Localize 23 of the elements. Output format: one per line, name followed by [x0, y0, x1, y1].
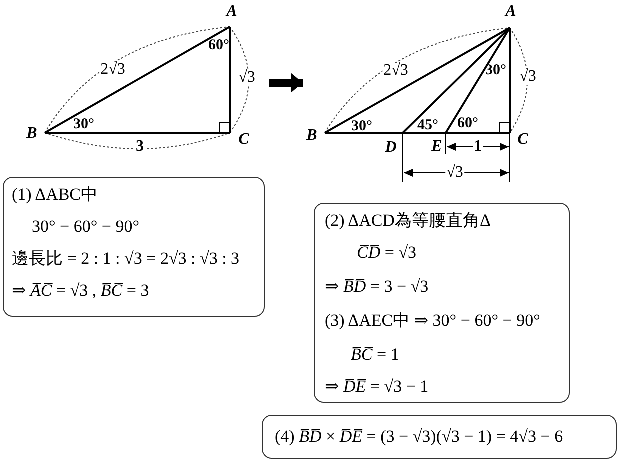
equation-text: ⇒ A̅C̅ = √3 , B̅C̅ = 3	[12, 282, 150, 301]
solution-box	[3, 177, 265, 317]
equation-text: ⇒ B̅D̅ = 3 − √3	[325, 278, 429, 297]
angle-label: 45°	[416, 118, 440, 134]
equation-text: ⇒ D̅E̅ = √3 − 1	[325, 378, 429, 397]
solution-box	[262, 415, 617, 459]
angle-label: 30°	[350, 120, 374, 134]
length-label: √3	[518, 69, 538, 85]
angle-label: 30°	[72, 118, 96, 132]
solution-box	[314, 203, 570, 403]
angle-label: 30°	[484, 64, 508, 78]
equation-text: (3) ΔAEC中 ⇒ 30° − 60° − 90°	[325, 312, 540, 331]
angle-label: 60°	[208, 38, 230, 54]
equation-text: C̅D̅ = √3	[357, 244, 417, 263]
angle-label: 60°	[456, 116, 480, 132]
equation-text: 邊長比 = 2 : 1 : √3 = 2√3 : √3 : 3	[12, 250, 240, 269]
equation-text: B̅C̅ = 1	[351, 346, 400, 365]
equation-text: (4) B̅D̅ × D̅E̅ = (3 − √3)(√3 − 1) = 4√3 − 6	[275, 428, 564, 447]
equation-text: 30° − 60° − 90°	[32, 218, 140, 237]
equation-text: (2) ΔACD為等腰直角Δ	[325, 212, 491, 231]
length-label: √3	[238, 70, 256, 86]
arrow	[269, 73, 303, 93]
equation-text: (1) ΔABC中	[12, 186, 98, 205]
